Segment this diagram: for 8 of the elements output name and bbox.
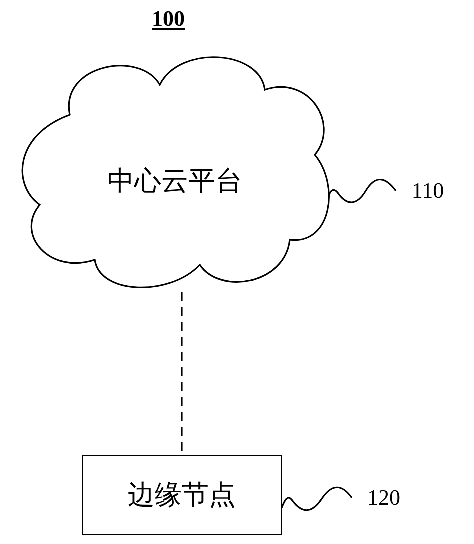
cloud-label: 中心云平台 bbox=[108, 164, 242, 198]
reference-numeral: 110 bbox=[398, 176, 458, 206]
box-label: 边缘节点 bbox=[128, 479, 236, 513]
leader-line bbox=[281, 486, 353, 512]
reference-numeral: 120 bbox=[354, 483, 414, 513]
figure-number: 100 bbox=[152, 6, 185, 32]
process-box bbox=[82, 455, 282, 535]
leader-line bbox=[328, 179, 397, 204]
